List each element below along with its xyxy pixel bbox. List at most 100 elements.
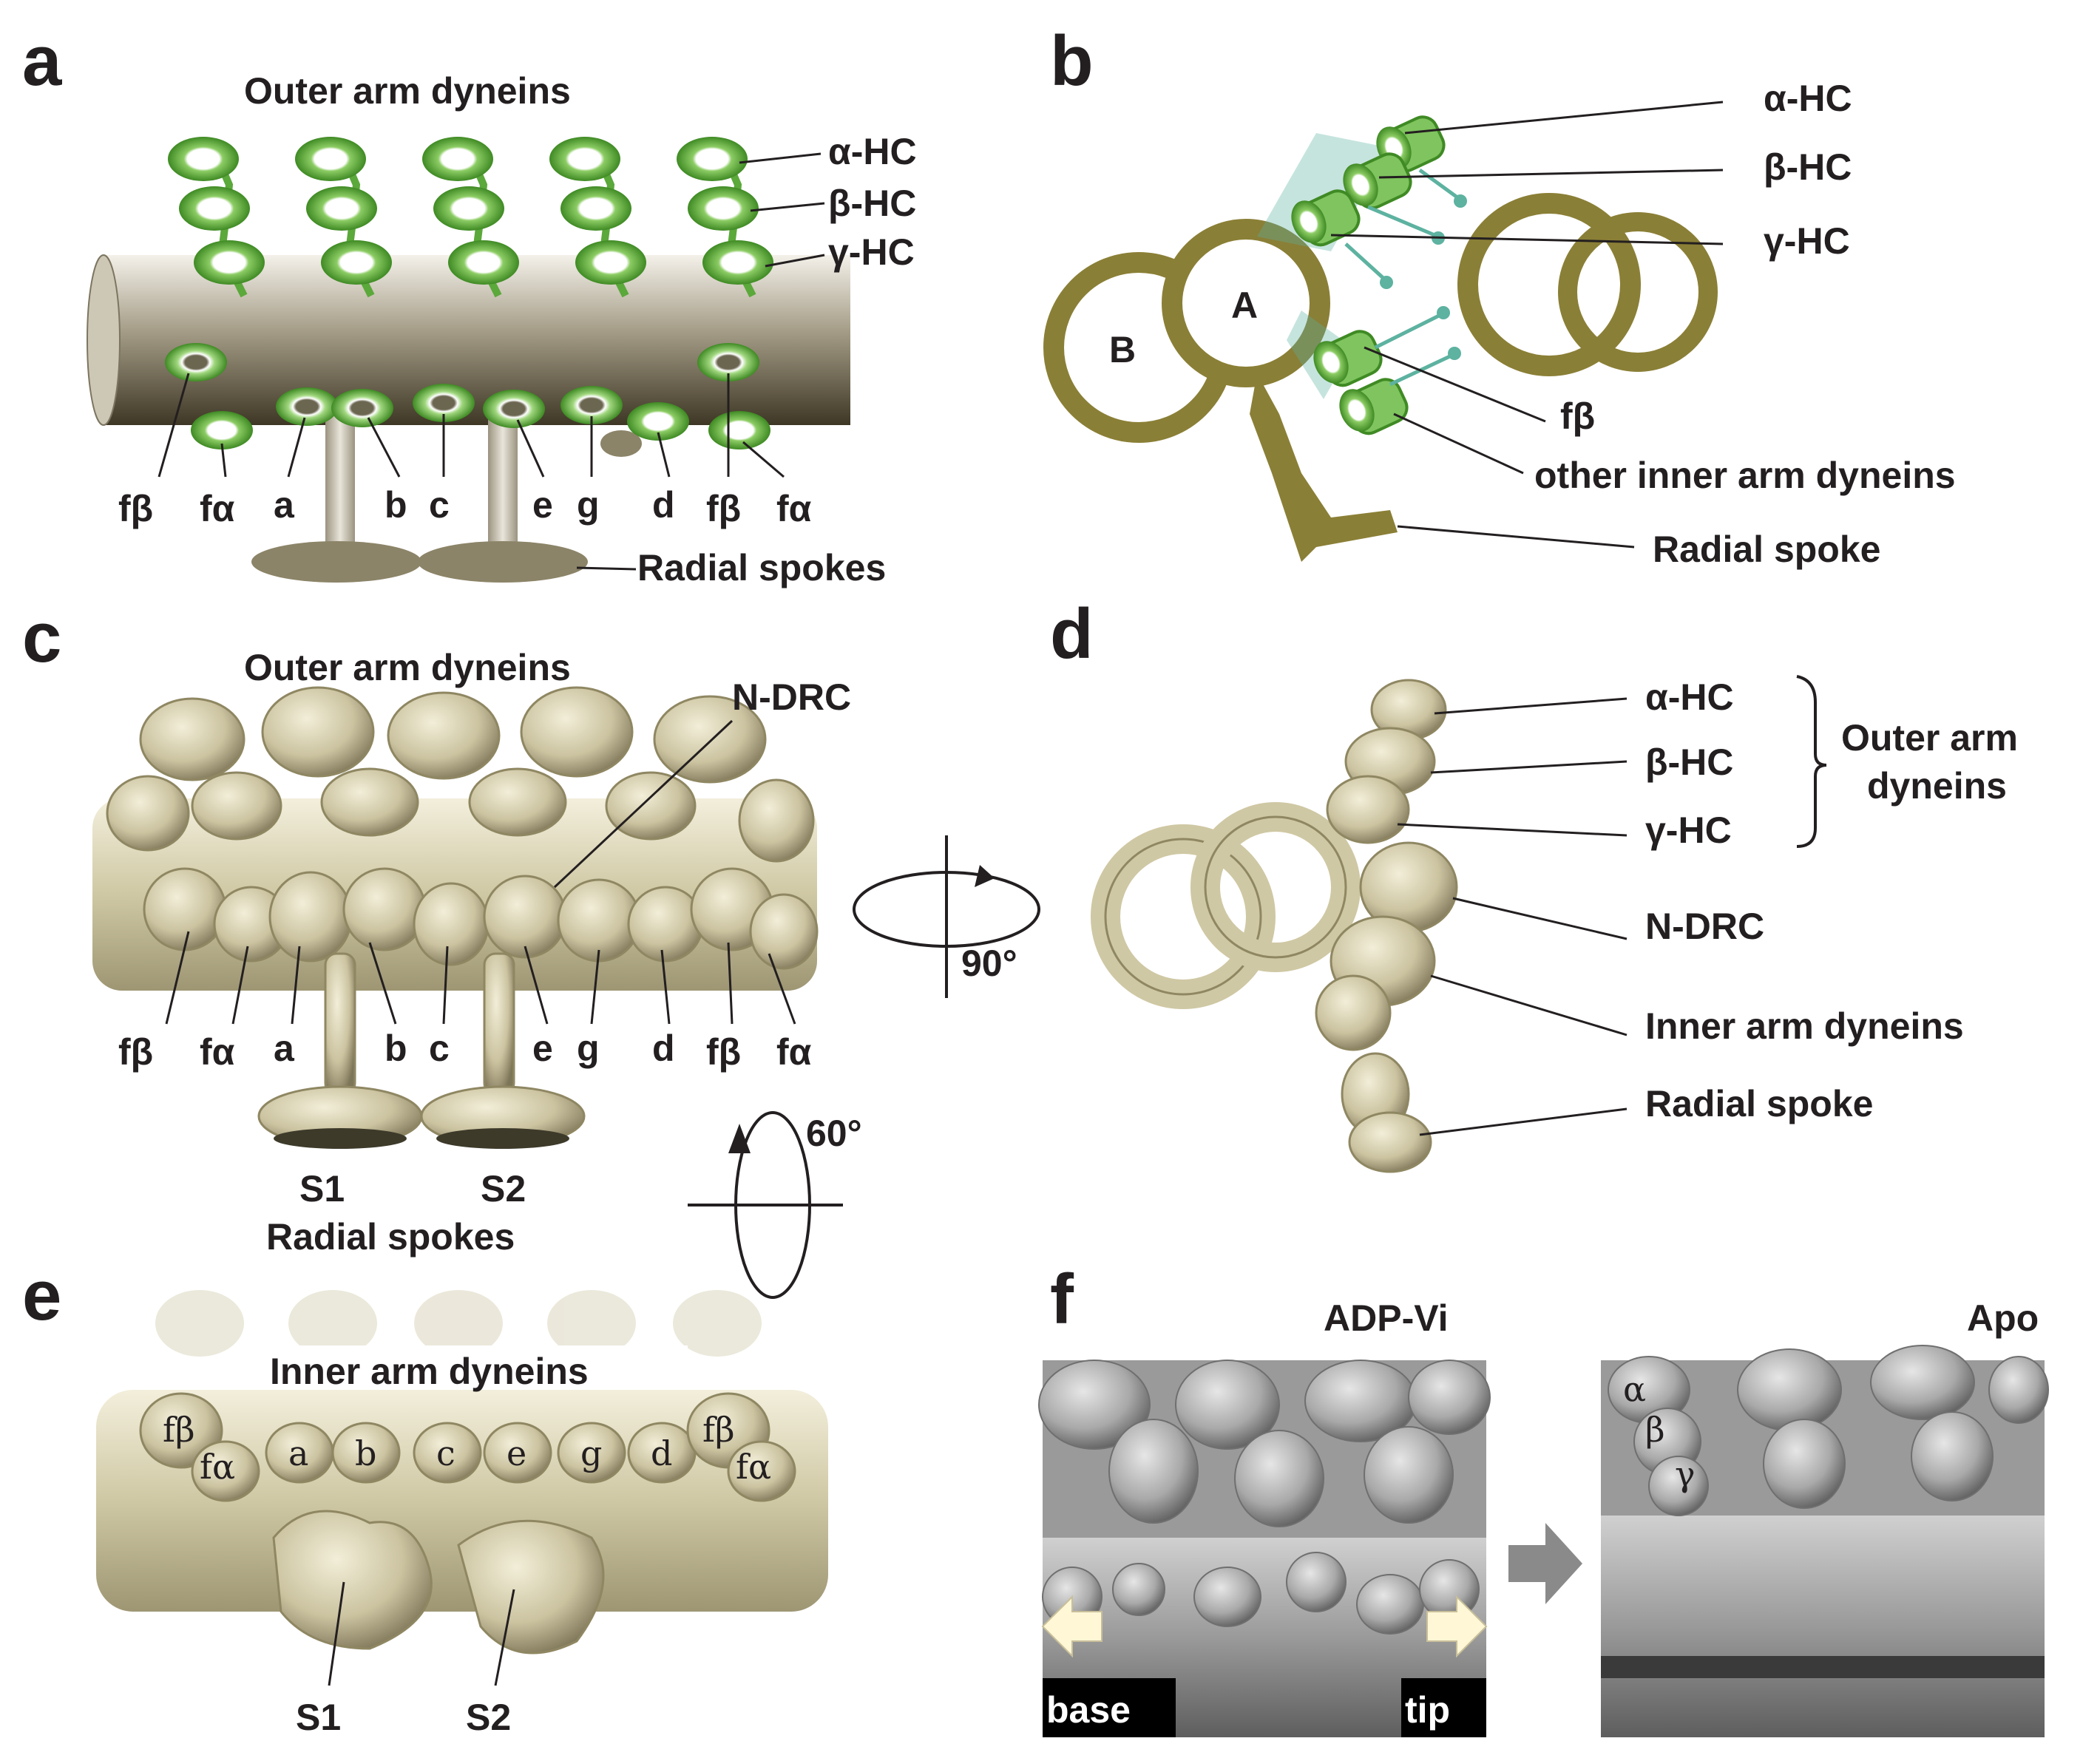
panel-b-radial-spoke-label: Radial spoke: [1653, 529, 1880, 570]
panel-c-inner-label: c: [429, 1028, 450, 1069]
panel-c-ndrc-label: N-DRC: [732, 676, 851, 718]
panel-f-alpha-label: α: [1623, 1369, 1646, 1409]
panel-a-inner-label: fβ: [118, 488, 153, 529]
panel-b-gamma-hc-label: γ-HC: [1764, 220, 1850, 262]
panel-b-other-inner-label: other inner arm dyneins: [1534, 455, 1956, 496]
rotation-90-label: 90°: [961, 943, 1017, 984]
panel-c-spokes-label: Radial spokes: [266, 1216, 515, 1258]
panel-a-inner-label: fα: [200, 488, 235, 529]
rotation-90-icon: [853, 835, 1040, 998]
panel-c-inner-label: d: [652, 1028, 675, 1069]
panel-a-inner-label: fβ: [706, 488, 741, 529]
panel-b-fb-label: fβ: [1560, 396, 1595, 437]
apo-map: [1601, 1345, 2049, 1737]
panel-d-alpha-hc-label: α-HC: [1645, 676, 1734, 718]
panel-a-gamma-hc-label: γ-HC: [828, 231, 915, 273]
panel-c-title: Outer arm dyneins: [244, 647, 571, 688]
panel-d-outer-arm-label-line1: Outer arm: [1841, 717, 2018, 758]
panel-b-alpha-hc-label: α-HC: [1764, 78, 1852, 119]
radial-spokes-schematic: [251, 414, 642, 583]
inner-arm-dynein-rings: [165, 343, 770, 449]
panel-c-inner-label: fβ: [706, 1031, 741, 1073]
panel-a-beta-hc-label: β-HC: [828, 183, 916, 224]
panel-a-title: Outer arm dyneins: [244, 70, 571, 112]
panel-e-inner-label: fβ: [163, 1410, 195, 1450]
panel-f-base-label: base: [1046, 1689, 1131, 1731]
panel-c-letter: c: [22, 598, 61, 677]
panel-e: e: [22, 1256, 828, 1738]
panel-e-inner-label: fβ: [702, 1410, 735, 1450]
panel-a-inner-leaders: [158, 373, 785, 478]
panel-b-beta-hc-label: β-HC: [1764, 146, 1852, 188]
panel-e-inner-label: b: [355, 1433, 376, 1473]
panel-d-outer-arm-label-line2: dyneins: [1867, 765, 2007, 807]
panel-c-inner-label: fα: [776, 1031, 812, 1073]
panel-a-spokes-label: Radial spokes: [637, 547, 886, 588]
panel-e-inner-label: fα: [200, 1447, 235, 1487]
rotation-60-label: 60°: [806, 1113, 862, 1154]
panel-f-adp-vi-label: ADP-Vi: [1324, 1297, 1449, 1339]
panel-d-leaders: [1397, 675, 1827, 1136]
doublet-b-label: B: [1109, 329, 1136, 370]
panel-e-title: Inner arm dyneins: [270, 1351, 589, 1392]
cryo-et-density-cross-section: [1091, 679, 1458, 1173]
panel-c-inner-label: b: [385, 1028, 407, 1069]
adp-vi-map: [1038, 1360, 1491, 1737]
panel-f-gamma-label: γ: [1675, 1454, 1696, 1494]
panel-a-inner-label: e: [532, 484, 553, 526]
panel-d-gamma-hc-label: γ-HC: [1645, 810, 1732, 851]
panel-b-letter: b: [1050, 21, 1094, 101]
panel-e-inner-label: d: [651, 1433, 672, 1473]
panel-e-letter: e: [22, 1256, 61, 1335]
panel-e-s1-label: S1: [296, 1697, 341, 1738]
state-transition-arrow-icon: [1508, 1523, 1582, 1604]
panel-c-inner-label: fβ: [118, 1031, 153, 1073]
panel-e-inner-label: c: [436, 1433, 455, 1473]
panel-c-inner-leaders: [165, 931, 796, 1025]
panel-e-inner-labels: fβ fα a b c e g d fβ fα: [163, 1410, 771, 1487]
panel-e-inner-label: g: [580, 1433, 602, 1473]
outer-arm-dynein-rings: [168, 137, 773, 296]
panel-d-inner-arm-label: Inner arm dyneins: [1645, 1005, 1964, 1047]
panel-a-inner-label: c: [429, 484, 450, 526]
panel-e-inner-label: e: [507, 1433, 526, 1473]
panel-c-inner-label: fα: [200, 1031, 235, 1073]
panel-e-s2-label: S2: [466, 1697, 511, 1738]
panel-d-beta-hc-label: β-HC: [1645, 741, 1733, 783]
inner-arm-dynein-cylinders: [1287, 306, 1461, 435]
panel-c-inner-label: e: [532, 1028, 553, 1069]
panel-f-letter: f: [1050, 1260, 1074, 1339]
panel-b-leaders: [1330, 101, 1724, 549]
rotation-60-icon: [688, 1111, 843, 1299]
panel-f-apo-label: Apo: [1967, 1297, 2039, 1339]
neighbouring-doublet: [1457, 193, 1718, 376]
panel-a-inner-labels: fβ fα a b c e g d fβ fα: [118, 484, 812, 529]
panel-d-letter: d: [1050, 594, 1094, 673]
panel-c-inner-label: g: [577, 1028, 600, 1069]
panel-f: f ADP-V: [1038, 1260, 2049, 1737]
panel-a-letter: a: [22, 21, 62, 101]
panel-c-s1-label: S1: [299, 1168, 345, 1209]
panel-a-inner-label: d: [652, 484, 675, 526]
panel-c-s2-label: S2: [481, 1168, 526, 1209]
panel-d-ndrc-label: N-DRC: [1645, 906, 1764, 947]
panel-a-inner-label: fα: [776, 488, 812, 529]
panel-a-alpha-hc-label: α-HC: [828, 131, 917, 172]
panel-f-beta-label: β: [1645, 1410, 1665, 1450]
panel-c-inner-label: a: [274, 1028, 295, 1069]
panel-e-inner-label: fα: [736, 1447, 771, 1487]
panel-d-radial-spoke-label: Radial spoke: [1645, 1083, 1873, 1124]
panel-d: d α-HC: [1050, 594, 2018, 1173]
panel-a: a Outer arm dyneins: [22, 21, 917, 588]
panel-c: c Outer arm dyneins: [22, 598, 851, 1258]
panel-a-inner-label: a: [274, 484, 295, 526]
panel-e-inner-label: a: [288, 1433, 308, 1473]
doublet-a-label: A: [1231, 285, 1258, 326]
doublet-microtubule: [1043, 219, 1398, 562]
panel-c-inner-labels: fβ fα a b c e g d fβ fα: [118, 1028, 812, 1073]
cryo-et-density-inner-view: [96, 1290, 828, 1655]
panel-b: b B A: [1043, 21, 1956, 570]
panel-a-inner-label: g: [577, 484, 600, 526]
panel-a-inner-label: b: [385, 484, 407, 526]
